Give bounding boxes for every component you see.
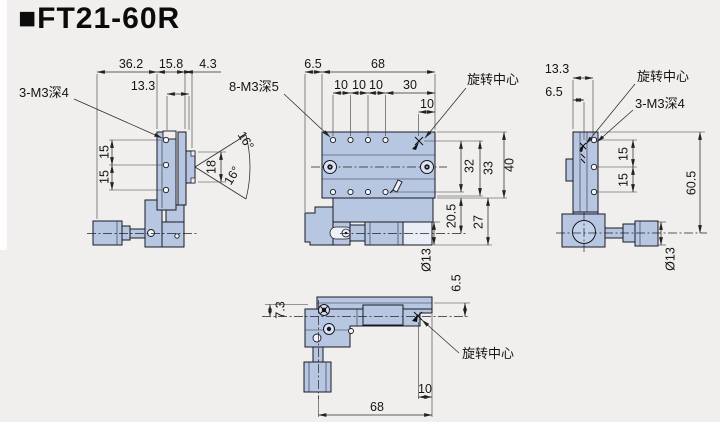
dim-68: 68 (371, 57, 385, 71)
dim-10-c: 10 (369, 78, 383, 92)
knob-body (92, 220, 123, 246)
side-view-right: 13.3 6.5 15 15 60.5 Ø13 旋转中心 3-M3深4 (545, 62, 707, 271)
socket-screw-left (323, 160, 337, 174)
knob-step (121, 225, 131, 241)
dim-15-8: 15.8 (159, 57, 183, 71)
rotation-center-mark (412, 311, 423, 322)
rotation-center-label: 旋转中心 (637, 69, 689, 84)
knob-body (303, 361, 332, 393)
clamp-lever-icon (389, 179, 403, 194)
dim-33: 33 (481, 161, 495, 175)
top-view: 6.5 68 10 10 10 30 10 32 33 40 20.5 27 Ø… (229, 57, 519, 272)
screw-upper (318, 304, 330, 316)
dim-6-5: 6.5 (304, 57, 321, 71)
front-plate (177, 131, 187, 206)
dim-15-lower: 15 (616, 173, 630, 187)
thread-callout-8m3: 8-M3深5 (229, 79, 279, 94)
dim-15-upper: 15 (97, 145, 111, 159)
back-plate (156, 131, 177, 211)
dim-10-d: 10 (420, 97, 434, 111)
dim-68: 68 (370, 400, 384, 414)
dim-10: 10 (418, 382, 432, 396)
dim-10-a: 10 (334, 78, 348, 92)
rotation-center-label: 旋转中心 (467, 72, 519, 87)
side-tab (565, 158, 574, 182)
rotation-center-mark (579, 142, 587, 164)
page-margin (0, 0, 7, 250)
knob-body (634, 220, 659, 247)
bottom-view: 7.3 6.5 10 68 旋转中心 (262, 274, 514, 417)
dim-30: 30 (403, 78, 417, 92)
angle-16-bottom: 16° (221, 164, 243, 187)
stage-plate (321, 131, 436, 199)
angle-16-top: 16° (235, 129, 257, 152)
dim-dia13: Ø13 (663, 247, 677, 271)
slide-block (362, 304, 404, 326)
dim-32: 32 (462, 159, 476, 173)
dim-4-3: 4.3 (199, 57, 216, 71)
part-number-title: ■FT21-60R (18, 2, 181, 35)
base-block (332, 197, 434, 223)
dim-27: 27 (471, 215, 485, 229)
thread-callout-3m3: 3-M3深4 (635, 96, 685, 111)
dim-7-3: 7.3 (273, 301, 287, 318)
plate (572, 131, 599, 213)
dim-20-5: 20.5 (444, 204, 458, 228)
dim-15-upper: 15 (616, 147, 630, 161)
dim-10-b: 10 (352, 78, 366, 92)
knob-shaft (349, 224, 366, 242)
dim-15-lower: 15 (97, 170, 111, 184)
dim-13-3: 13.3 (545, 62, 569, 76)
dim-6-5: 6.5 (545, 85, 562, 99)
rotation-center-mark (412, 136, 424, 150)
dim-40: 40 (502, 158, 516, 172)
dim-dia13: Ø13 (419, 248, 433, 272)
socket-screw-right (420, 160, 434, 174)
base-left-block (304, 206, 334, 246)
side-view-left: 36.2 15.8 4.3 13.3 15 15 18 16° 16° 3-M3… (19, 57, 257, 248)
dim-36-2: 36.2 (119, 57, 143, 71)
dim-6-5: 6.5 (449, 274, 463, 291)
screw-lower (323, 323, 335, 335)
dim-13-3: 13.3 (131, 79, 155, 93)
thread-callout-3m3: 3-M3深4 (19, 85, 69, 100)
rotation-center-label: 旋转中心 (462, 346, 514, 361)
dim-18: 18 (204, 160, 218, 174)
knob-neck (312, 346, 324, 363)
dim-60-5: 60.5 (684, 171, 698, 195)
bracket-base (161, 221, 185, 248)
